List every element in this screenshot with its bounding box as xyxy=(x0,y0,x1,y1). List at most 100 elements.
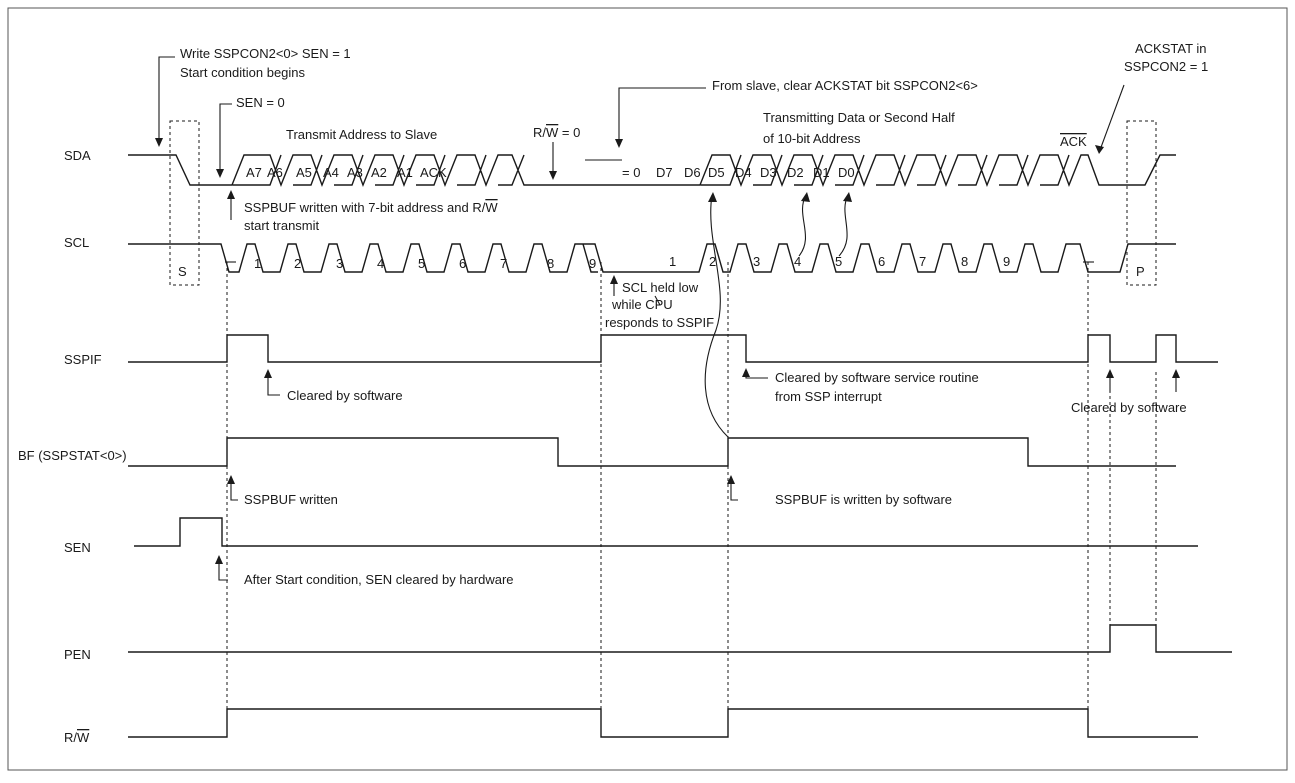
after-start-arrowhead xyxy=(215,555,223,564)
note-sspbuf-written: SSPBUF written xyxy=(244,492,338,507)
signal-label-scl: SCL xyxy=(64,235,89,250)
sda-bit-a6: A6 xyxy=(267,165,283,180)
rw-waveform xyxy=(128,708,1198,738)
note-start-begins: Start condition begins xyxy=(180,65,306,80)
scl-pulse-9: 9 xyxy=(589,256,596,271)
sda-waveform-start xyxy=(128,154,232,186)
note-ackstat-1: ACKSTAT in xyxy=(1135,41,1207,56)
signal-label-rw: R/W xyxy=(64,730,90,745)
note-after-start: After Start condition, SEN cleared by ha… xyxy=(244,572,514,587)
note-cleared-service-2: from SSP interrupt xyxy=(775,389,882,404)
note-scl-held-3: responds to SSPIF xyxy=(605,315,714,330)
note-cleared-sw-right: Cleared by software xyxy=(1071,400,1187,415)
scl-waveform xyxy=(128,243,1176,273)
scl-pulse-3: 3 xyxy=(336,256,343,271)
note-cleared-service-1: Cleared by software service routine xyxy=(775,370,979,385)
scl-held-arrowhead xyxy=(610,275,618,284)
sda-bit-d4: D4 xyxy=(735,165,752,180)
sda-bit-rw-zero: = 0 xyxy=(622,165,640,180)
sspbuf-to-sda-arrowhead xyxy=(708,192,717,202)
from-slave-arrowhead xyxy=(615,139,623,148)
sen-waveform xyxy=(134,517,1198,547)
scl-pulse-2nd-3: 3 xyxy=(753,254,760,269)
stop-condition-box xyxy=(1126,120,1157,286)
sda-bit-a2: A2 xyxy=(371,165,387,180)
scl-pulse-2nd-2: 2 xyxy=(709,254,716,269)
pen-waveform xyxy=(128,624,1232,653)
scl-pulse-6: 6 xyxy=(459,256,466,271)
start-condition-box xyxy=(169,120,200,286)
sda-bit-d1: D1 xyxy=(813,165,830,180)
note-start-transmit: start transmit xyxy=(244,218,320,233)
sda-bit-ack: ACK xyxy=(420,165,447,180)
sda-bit-d5: D5 xyxy=(708,165,725,180)
signal-label-bf: BF (SSPSTAT<0>) xyxy=(18,448,127,463)
bf-waveform xyxy=(128,437,1176,467)
scl-pulse-4: 4 xyxy=(377,256,384,271)
note-scl-held-1: SCL held low xyxy=(622,280,699,295)
sen-zero-leader xyxy=(219,103,232,176)
note-cleared-sw: Cleared by software xyxy=(287,388,403,403)
note-ackstat-2: SSPCON2 = 1 xyxy=(1124,59,1208,74)
rw-zero-arrowhead xyxy=(549,171,557,180)
sspbuf-sw-arrowhead xyxy=(727,475,735,484)
sda-bit-a3: A3 xyxy=(347,165,363,180)
scl-held-tick xyxy=(654,295,661,306)
scl4-to-d2-arrowhead xyxy=(801,192,810,202)
diagram-frame xyxy=(7,7,1288,771)
scl-pulse-2: 2 xyxy=(294,256,301,271)
scl-pulse-8: 8 xyxy=(547,256,554,271)
cleared-sw-leader xyxy=(267,371,280,396)
scl-pulse-2nd-5: 5 xyxy=(835,254,842,269)
sda-bit-d7: D7 xyxy=(656,165,673,180)
signal-label-sen: SEN xyxy=(64,540,91,555)
scl-pulse-1: 1 xyxy=(254,256,261,271)
sspbuf-written-arrowhead xyxy=(227,475,235,484)
note-scl-held-2: while CPU xyxy=(611,297,673,312)
sspbuf-to-sda-curve xyxy=(704,194,729,438)
note-from-slave: From slave, clear ACKSTAT bit SSPCON2<6> xyxy=(712,78,978,93)
note-rw-zero: R/W = 0 xyxy=(533,125,580,140)
scl-pulse-2nd-7: 7 xyxy=(919,254,926,269)
scl-pulse-7: 7 xyxy=(500,256,507,271)
scl-pulse-2nd-1: 1 xyxy=(669,254,676,269)
ackstat-leader xyxy=(1099,84,1125,151)
write-sen-leader xyxy=(158,56,175,145)
sspbuf-7bit-arrowhead xyxy=(227,190,235,199)
stop-condition-label: P xyxy=(1136,264,1145,279)
sen-zero-arrowhead xyxy=(216,169,224,178)
signal-label-sda: SDA xyxy=(64,148,91,163)
sda-bit-d2: D2 xyxy=(787,165,804,180)
signal-label-pen: PEN xyxy=(64,647,91,662)
note-ack-bar: ACK xyxy=(1060,134,1087,149)
sda-bit-a1: A1 xyxy=(397,165,413,180)
write-sen-arrowhead xyxy=(155,138,163,147)
sda-bit-a7: A7 xyxy=(246,165,262,180)
cleared-service-arrowhead xyxy=(742,368,750,377)
scl5-to-d0-arrowhead xyxy=(843,192,852,202)
note-transmit-address: Transmit Address to Slave xyxy=(286,127,437,142)
sda-bit-d0: D0 xyxy=(838,165,855,180)
from-slave-leader xyxy=(618,87,706,146)
sda-bit-a4: A4 xyxy=(323,165,339,180)
sda-address-bytes xyxy=(231,154,563,187)
ackstat-arrowhead xyxy=(1095,145,1104,154)
start-condition-label: S xyxy=(178,264,187,279)
note-transmitting-1: Transmitting Data or Second Half xyxy=(763,110,955,125)
note-sen-zero: SEN = 0 xyxy=(236,95,285,110)
scl-pulse-2nd-8: 8 xyxy=(961,254,968,269)
scl-pulse-5: 5 xyxy=(418,256,425,271)
sda-bit-a5: A5 xyxy=(296,165,312,180)
sda-bit-d6: D6 xyxy=(684,165,701,180)
note-sspbuf-7bit: SSPBUF written with 7-bit address and R/… xyxy=(244,200,498,215)
note-write-sen: Write SSPCON2<0> SEN = 1 xyxy=(180,46,351,61)
scl-pulse-2nd-4: 4 xyxy=(794,254,801,269)
note-sspbuf-by-sw: SSPBUF is written by software xyxy=(775,492,952,507)
signal-label-sspif: SSPIF xyxy=(64,352,102,367)
note-transmitting-2: of 10-bit Address xyxy=(763,131,861,146)
scl-pulse-2nd-6: 6 xyxy=(878,254,885,269)
sda-data-bytes xyxy=(699,154,1176,187)
cleared-sw-arrowhead xyxy=(264,369,272,378)
